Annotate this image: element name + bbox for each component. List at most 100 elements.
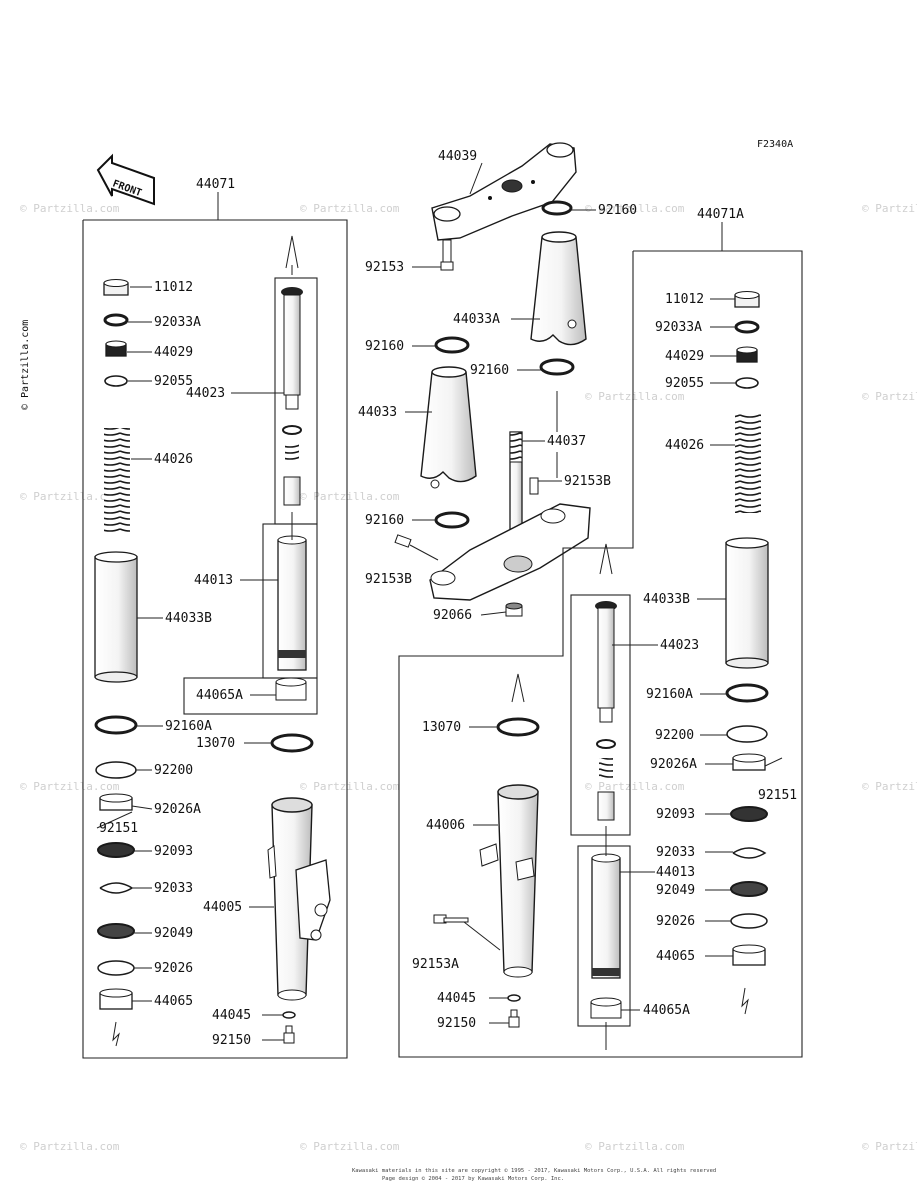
part-label-92153A[interactable]: 92153A [412,957,459,972]
part-label-92151[interactable]: 92151 [99,821,138,836]
fork-cover-a-icon [530,231,587,346]
part-label-11012[interactable]: 11012 [154,280,193,295]
part-label-44065A-r[interactable]: 44065A [643,1003,690,1018]
part-label-44071A[interactable]: 44071A [697,207,744,222]
part-label-92160A-r[interactable]: 92160A [646,687,693,702]
part-label-92150-r[interactable]: 92150 [437,1016,476,1031]
part-label-92055-r[interactable]: 92055 [665,376,704,391]
part-label-92049-r[interactable]: 92049 [656,883,695,898]
part-label-44045[interactable]: 44045 [212,1008,251,1023]
copyright-line-1: Kawasaki materials in this site are copy… [352,1168,716,1174]
svg-text:© Partzilla.com: © Partzilla.com [20,490,120,503]
part-label-92026[interactable]: 92026 [154,961,193,976]
part-label-92153B-2[interactable]: 92153B [365,572,412,587]
part-label-13070-r[interactable]: 13070 [422,720,461,735]
handle-holder-icon [431,142,577,241]
part-label-44033[interactable]: 44033 [358,405,397,420]
part-label-92055[interactable]: 92055 [154,374,193,389]
oil-seal-92160-d-icon [434,511,470,529]
o-ring-13070-icon [270,733,314,753]
nut-92066-icon [505,602,523,617]
part-label-11012-r[interactable]: 11012 [665,292,704,307]
plate-r-icon [730,913,768,929]
part-label-44006[interactable]: 44006 [426,818,465,833]
oil-seal-icon [97,923,135,939]
clamp-bolt-icon [440,239,454,271]
part-label-92160-a[interactable]: 92160 [365,339,404,354]
part-label-44026-r[interactable]: 44026 [665,438,704,453]
band-r-icon [732,753,766,771]
svg-text:© Partzilla.com: © Partzilla.com [20,780,120,793]
part-label-44033B-r[interactable]: 44033B [643,592,690,607]
snap-ring-r-icon [735,377,759,389]
stem-bolt-b2-icon [394,534,412,548]
fork-spring-icon [104,428,130,533]
fork-cover-icon [420,366,477,489]
part-label-92200-r[interactable]: 92200 [655,728,694,743]
part-label-92033[interactable]: 92033 [154,881,193,896]
part-label-92026-r[interactable]: 92026 [656,914,695,929]
svg-text:© Partzilla.com: © Partzilla.com [862,390,917,403]
washer-icon [95,761,137,779]
part-label-44045-r[interactable]: 44045 [437,991,476,1006]
part-label-13070[interactable]: 13070 [196,736,235,751]
gasket-icon [282,1011,296,1019]
spacer-tube-r-icon [725,537,769,669]
svg-text:© Partzilla.com: © Partzilla.com [585,202,685,215]
oil-seal-cover-r-icon [725,683,769,703]
part-label-44023-r[interactable]: 44023 [660,638,699,653]
svg-text:© Partzilla.com: © Partzilla.com [585,1140,685,1153]
part-label-92066[interactable]: 92066 [433,608,472,623]
svg-text:© Partzilla.com: © Partzilla.com [300,202,400,215]
fork-spring-r-icon [735,413,761,513]
part-label-92026A-r[interactable]: 92026A [650,757,697,772]
part-label-44029[interactable]: 44029 [154,345,193,360]
svg-text:© Partzilla.com: © Partzilla.com [585,780,685,793]
svg-text:© Partzilla.com: © Partzilla.com [300,490,400,503]
part-label-92026A[interactable]: 92026A [154,802,201,817]
part-label-92150[interactable]: 92150 [212,1033,251,1048]
o-ring-icon [103,313,129,327]
svg-text:© Partzilla.com: © Partzilla.com [862,1140,917,1153]
part-label-44065[interactable]: 44065 [154,994,193,1009]
part-label-92033A-r[interactable]: 92033A [655,320,702,335]
washer-r-icon [726,725,768,743]
part-label-92153[interactable]: 92153 [365,260,404,275]
part-label-44071[interactable]: 44071 [196,177,235,192]
part-label-44005[interactable]: 44005 [203,900,242,915]
part-label-44029-r[interactable]: 44029 [665,349,704,364]
cap-icon [103,279,129,296]
part-label-44065A[interactable]: 44065A [196,688,243,703]
part-label-92160A[interactable]: 92160A [165,719,212,734]
piston-tube-r-icon [591,853,621,979]
outer-tube-icon [267,797,331,1001]
left-fork-assembly: 44071 11012 92033A 44029 92055 44023 440… [82,177,348,1059]
part-label-92093[interactable]: 92093 [154,844,193,859]
part-label-44023[interactable]: 44023 [186,386,225,401]
part-label-44037[interactable]: 44037 [547,434,586,449]
part-label-92033A[interactable]: 92033A [154,315,201,330]
part-label-44033B[interactable]: 44033B [165,611,212,626]
bolt-icon [283,1025,295,1044]
part-label-92093-r[interactable]: 92093 [656,807,695,822]
svg-text:© Partzilla.com: © Partzilla.com [20,1140,120,1153]
part-label-92160-top[interactable]: 92160 [598,203,637,218]
part-label-44013-r[interactable]: 44013 [656,865,695,880]
side-watermark: © Partzilla.com [20,320,31,410]
part-label-44013[interactable]: 44013 [194,573,233,588]
bolt-r-icon [508,1009,520,1028]
oil-seal-r-icon [730,881,768,897]
part-label-44026[interactable]: 44026 [154,452,193,467]
part-label-92049[interactable]: 92049 [154,926,193,941]
part-label-92151-r[interactable]: 92151 [758,788,797,803]
part-label-92160-b[interactable]: 92160 [470,363,509,378]
part-label-92200[interactable]: 92200 [154,763,193,778]
part-label-44033A[interactable]: 44033A [453,312,500,327]
plate-icon [97,960,135,976]
part-label-92033-r[interactable]: 92033 [656,845,695,860]
part-label-44039[interactable]: 44039 [438,149,477,164]
part-label-92160-c[interactable]: 92160 [365,513,404,528]
part-label-92153B[interactable]: 92153B [564,474,611,489]
part-label-44065-r[interactable]: 44065 [656,949,695,964]
